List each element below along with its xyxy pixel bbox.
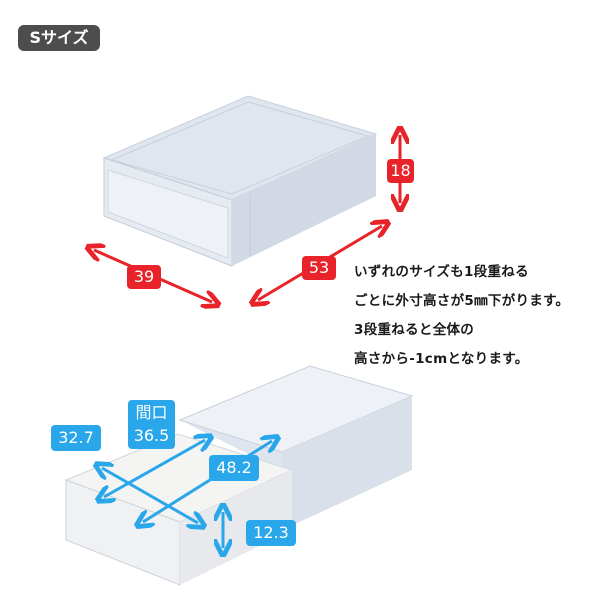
closed-drawer-image	[102, 95, 378, 267]
inner-depth-label: 48.2	[209, 455, 259, 481]
inner-width-label: 32.7	[51, 425, 101, 451]
size-badge: Sサイズ	[18, 25, 100, 51]
opening-width-value: 36.5	[133, 426, 170, 445]
note-line: ごとに外寸高さが5㎜下がります。	[354, 293, 570, 309]
outer-depth-label: 53	[302, 256, 336, 280]
outer-width-label: 39	[127, 265, 161, 289]
outer-height-label: 18	[387, 159, 414, 183]
note-line: 高さから-1cmとなります。	[354, 351, 529, 367]
note-line: いずれのサイズも1段重ねる	[354, 264, 529, 280]
note-line: 3段重ねると全体の	[354, 322, 475, 338]
opening-width-label: 間口 36.5	[128, 400, 175, 449]
opening-label: 間口	[135, 403, 168, 422]
inner-height-label: 12.3	[246, 520, 296, 546]
stacking-note: いずれのサイズも1段重ねる ごとに外寸高さが5㎜下がります。 3段重ねると全体の…	[354, 258, 600, 374]
